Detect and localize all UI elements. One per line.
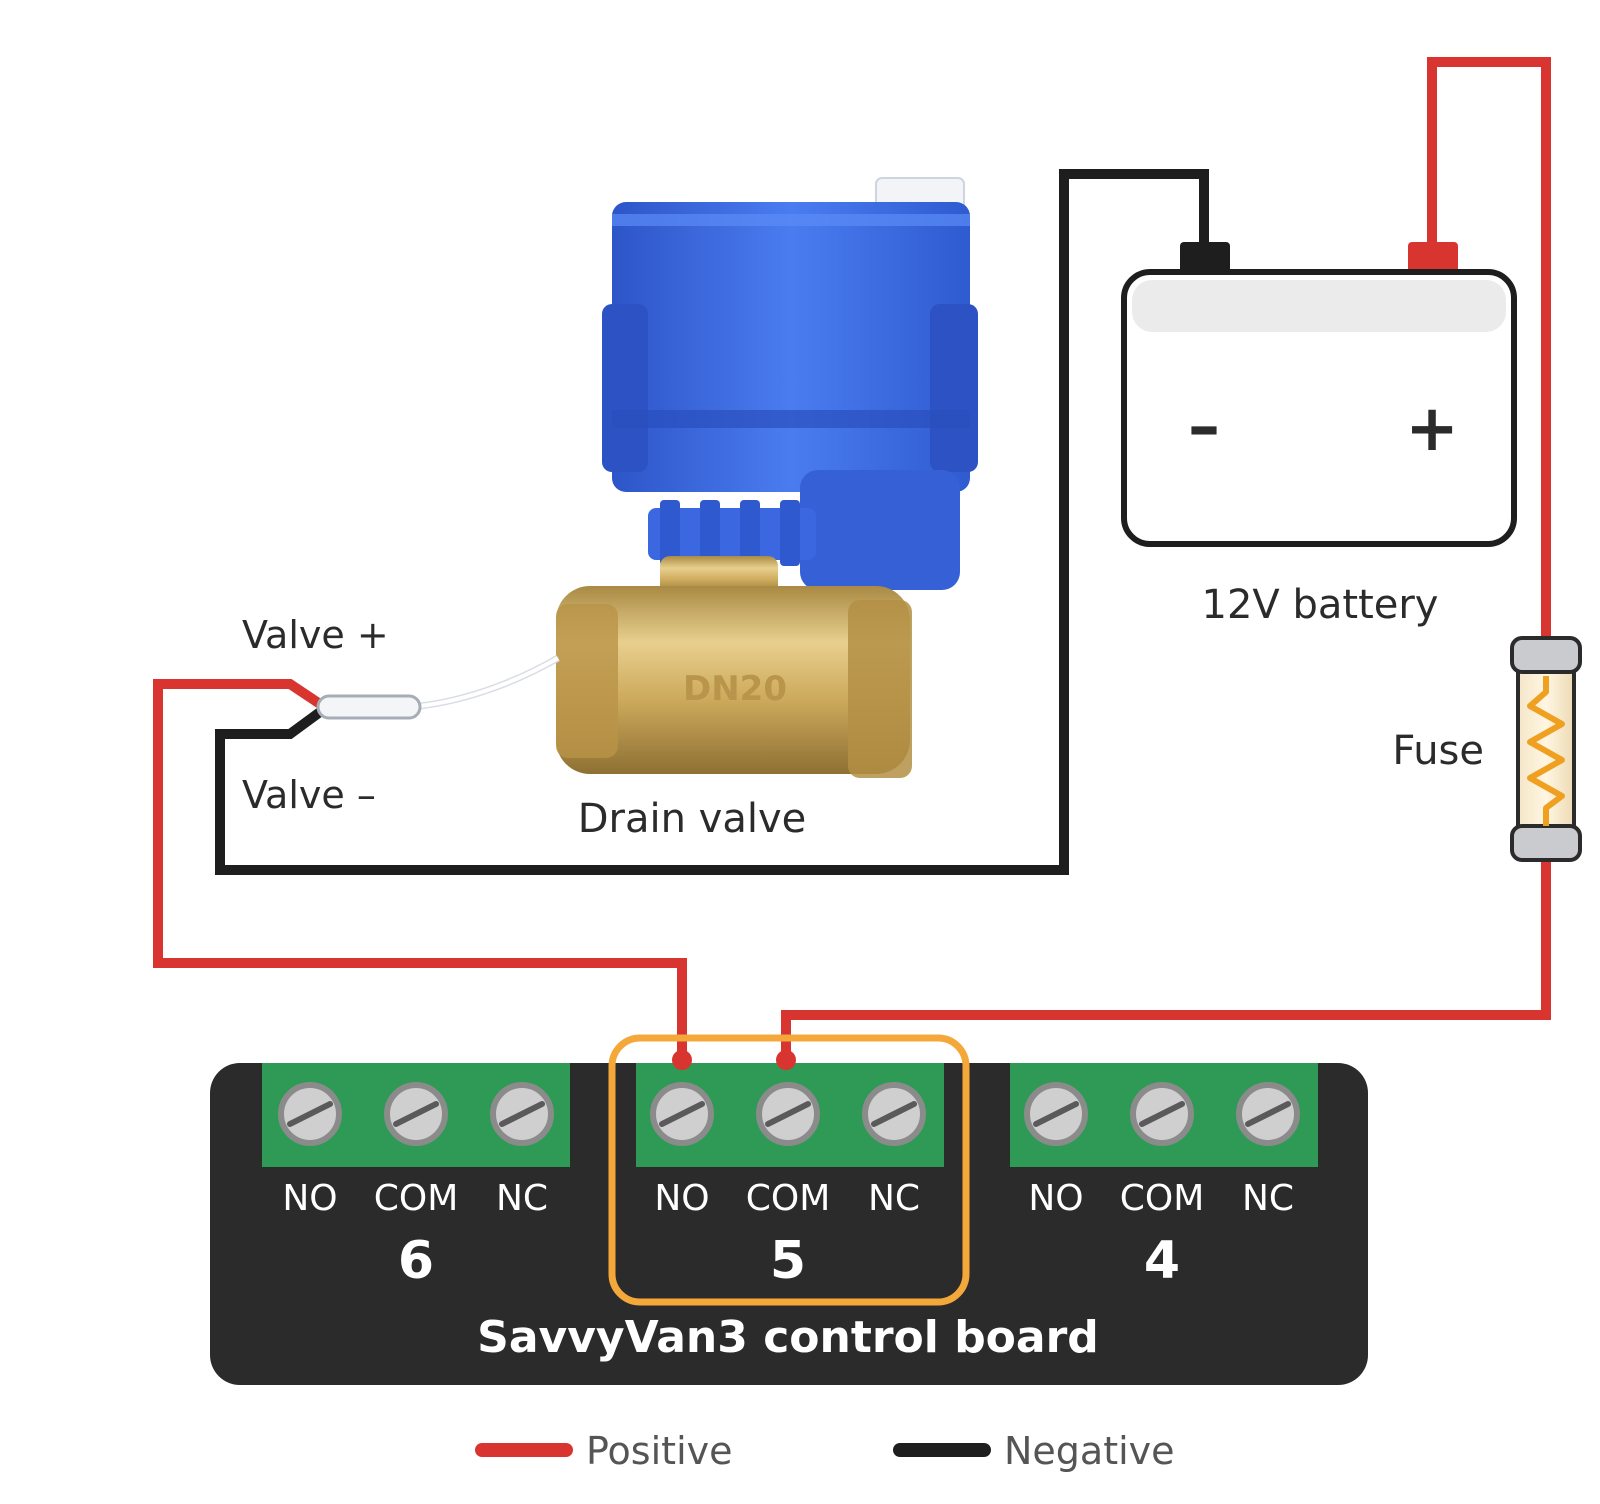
terminal-label-nc: NC [868, 1178, 920, 1219]
legend: Positive Negative [475, 1429, 1175, 1473]
screw-icon [650, 1082, 714, 1146]
relay-number: 5 [770, 1231, 806, 1291]
screw-icon [384, 1082, 448, 1146]
terminal-label-no: NO [282, 1178, 337, 1219]
terminal-label-com: COM [746, 1178, 831, 1219]
relay-5-highlight [608, 1034, 970, 1306]
connection-dot-com [776, 1050, 796, 1070]
terminal-label-no: NO [654, 1178, 709, 1219]
terminal-label-nc: NC [496, 1178, 548, 1219]
valve-wire-sleeve [316, 694, 422, 720]
drain-valve-label: Drain valve [578, 796, 807, 842]
battery-plus-symbol: + [1405, 392, 1459, 466]
terminal-block-6 [262, 1063, 570, 1167]
negative-wire-battery-to-valve [215, 169, 1209, 875]
screw-icon [1024, 1082, 1088, 1146]
board-title: SavvyVan3 control board [477, 1312, 1099, 1363]
fuse-label: Fuse [1392, 728, 1484, 774]
screw-icon [756, 1082, 820, 1146]
positive-wire-valve-to-no [153, 679, 687, 1060]
positive-wire-fuse-to-com [781, 856, 1551, 1060]
screw-icon [1130, 1082, 1194, 1146]
valve-plus-label: Valve + [242, 613, 389, 657]
battery-positive-terminal [1408, 242, 1458, 274]
battery-negative-terminal [1180, 242, 1230, 274]
connection-dot-no [672, 1050, 692, 1070]
legend-positive-label: Positive [586, 1429, 733, 1473]
battery-minus-symbol: – [1188, 390, 1220, 464]
screw-icon [862, 1082, 926, 1146]
terminal-label-com: COM [1120, 1178, 1205, 1219]
battery: – + [1121, 242, 1517, 547]
relay-number: 4 [1144, 1231, 1180, 1291]
legend-negative-label: Negative [1004, 1429, 1175, 1473]
fuse [1510, 636, 1582, 862]
terminal-label-com: COM [374, 1178, 459, 1219]
battery-label: 12V battery [1202, 582, 1439, 628]
terminal-label-no: NO [1028, 1178, 1083, 1219]
fuse-element-icon [1527, 676, 1565, 826]
drain-valve-image: DN20 [316, 177, 978, 778]
screw-icon [278, 1082, 342, 1146]
relay-number: 6 [398, 1231, 434, 1291]
screw-icon [1236, 1082, 1300, 1146]
terminal-block-4 [1010, 1063, 1318, 1167]
terminal-label-nc: NC [1242, 1178, 1294, 1219]
valve-stamp-text: DN20 [683, 669, 787, 709]
screw-icon [490, 1082, 554, 1146]
terminal-block-5 [636, 1063, 944, 1167]
positive-wire-battery-to-fuse [1427, 57, 1551, 644]
valve-minus-label: Valve – [242, 773, 376, 817]
